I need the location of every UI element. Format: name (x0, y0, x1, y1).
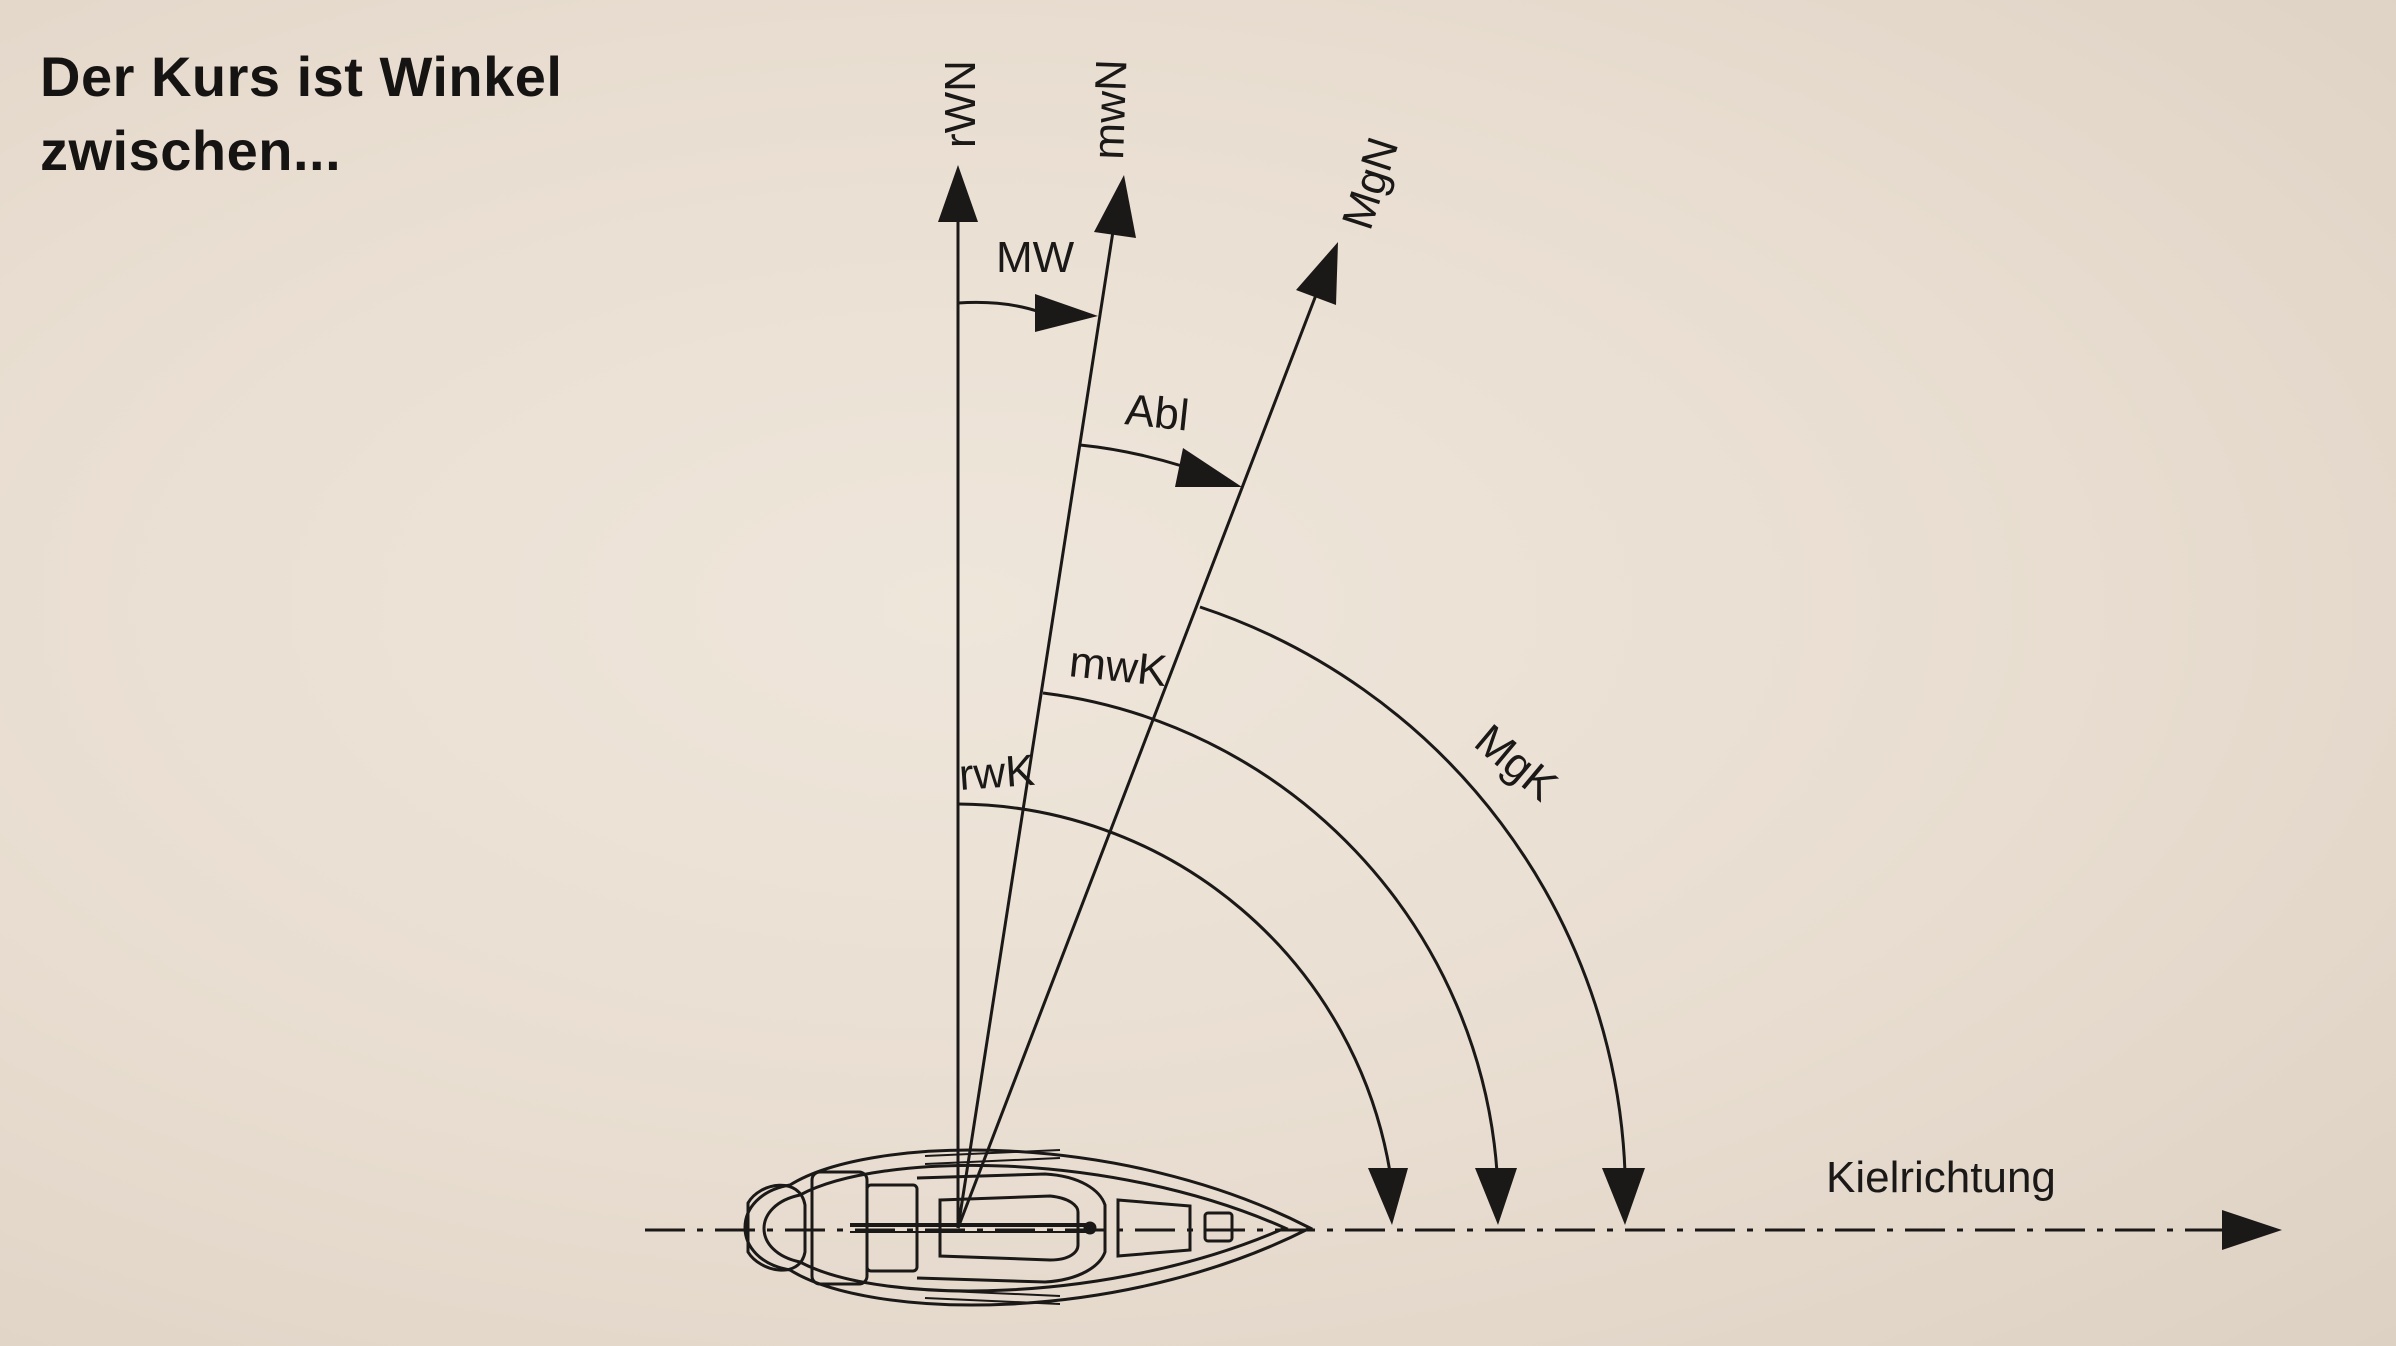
keel-direction-label: Kielrichtung (1826, 1153, 2056, 1202)
page-title: Der Kurs ist Winkel zwischen... (40, 40, 740, 188)
mwk-arc (1042, 691, 1499, 1173)
title-line-1: Der Kurs ist Winkel (40, 45, 563, 108)
mgk-arc (1199, 605, 1627, 1173)
rwn-arrowhead (938, 165, 978, 222)
mgn-arrowhead (1296, 242, 1338, 305)
mwn-ray (956, 224, 1116, 1229)
title-line-2: zwischen... (40, 119, 342, 182)
mw-label: MW (996, 233, 1075, 282)
boat-icon (743, 1148, 1314, 1307)
rwk-label: rwK (957, 746, 1036, 800)
mw-arrowhead (1035, 294, 1098, 332)
abl-arc (1079, 443, 1183, 468)
keel-arrowhead (2222, 1210, 2282, 1250)
rwn-label: rWN (936, 60, 985, 148)
mwk-label: mwK (1067, 637, 1169, 696)
rwk-arrowhead (1368, 1168, 1408, 1225)
abl-arrowhead (1175, 448, 1242, 487)
mw-arc (957, 300, 1041, 314)
mwk-arrowhead (1475, 1168, 1517, 1225)
mgn-ray (956, 294, 1318, 1229)
mgn-label: MgN (1333, 132, 1408, 236)
mwn-label: mwN (1084, 58, 1136, 160)
abl-label: Abl (1123, 385, 1191, 440)
mgk-arrowhead (1602, 1168, 1645, 1225)
rwk-arc (957, 802, 1392, 1173)
mwn-arrowhead (1094, 175, 1136, 238)
